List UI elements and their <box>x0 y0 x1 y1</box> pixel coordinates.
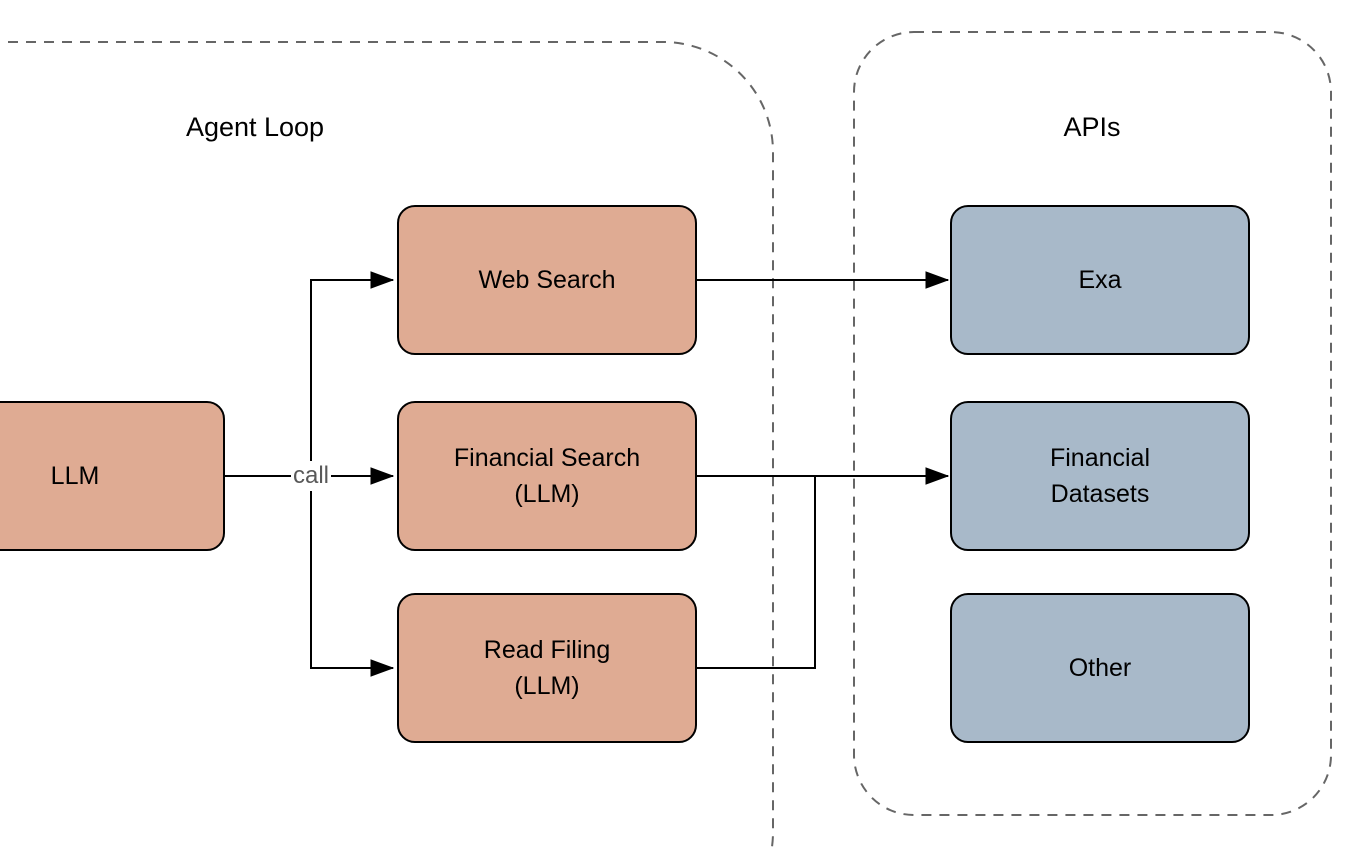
node-other: Other <box>950 593 1250 743</box>
node-web-search-label: Web Search <box>478 266 616 294</box>
node-exa: Exa <box>950 205 1250 355</box>
edge-read-filing-merge <box>697 477 816 669</box>
node-read-filing: Read Filing (LLM) <box>397 593 697 743</box>
node-read-filing-label: Read Filing (LLM) <box>483 636 611 700</box>
agent-loop-title: Agent Loop <box>185 112 325 142</box>
node-financial-datasets: Financial Datasets <box>950 401 1250 551</box>
node-web-search: Web Search <box>397 205 697 355</box>
edge-call-to-web-search <box>310 280 393 476</box>
node-financial-datasets-label: Financial Datasets <box>1049 444 1151 508</box>
node-financial-search: Financial Search (LLM) <box>397 401 697 551</box>
node-exa-label: Exa <box>1078 266 1122 294</box>
node-llm: LLM <box>0 401 225 551</box>
edge-call-to-read-filing <box>310 476 393 668</box>
node-other-label: Other <box>1068 654 1132 682</box>
apis-title: APIs <box>1063 112 1121 142</box>
node-llm-label: LLM <box>50 462 100 490</box>
edge-label-call: call <box>290 461 332 491</box>
apis-container <box>853 31 1332 816</box>
node-financial-search-label: Financial Search (LLM) <box>453 444 641 508</box>
